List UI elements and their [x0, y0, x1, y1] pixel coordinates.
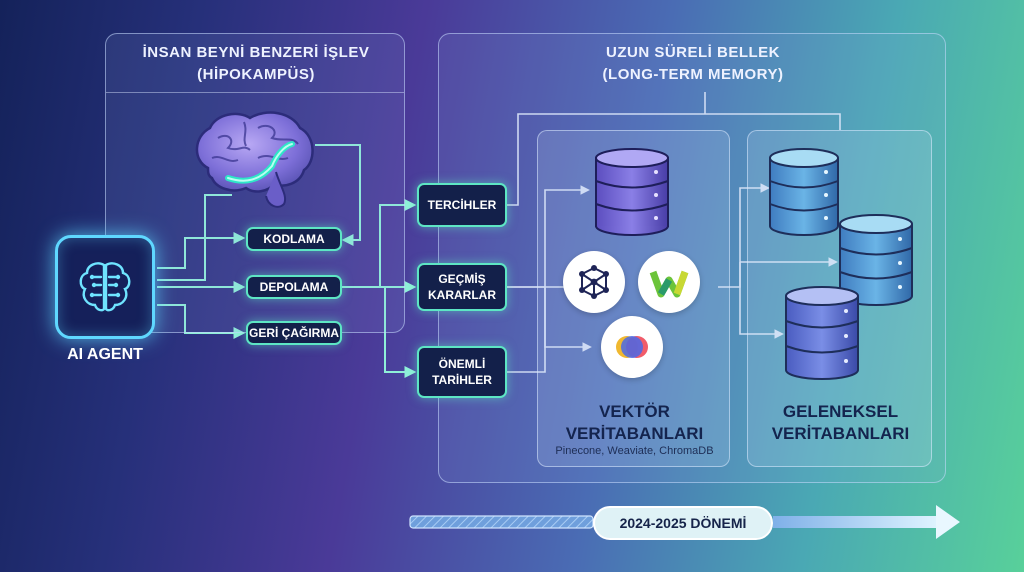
- chromadb-logo-icon: [616, 336, 648, 358]
- memory-label-line2: TARİHLER: [432, 373, 492, 387]
- pinecone-logo: [563, 251, 625, 313]
- process-kodlama: KODLAMA: [246, 227, 342, 251]
- chromadb-logo: [601, 316, 663, 378]
- ai-agent-label: AI AGENT: [67, 346, 143, 363]
- memory-gecmis-kararlar: GEÇMİŞ KARARLAR: [417, 263, 507, 311]
- timeline-text: 2024-2025 DÖNEMİ: [619, 515, 747, 531]
- hippocampus-title-line2: (HİPOKAMPÜS): [197, 66, 315, 83]
- brain-circuit-icon: [79, 262, 131, 312]
- memory-tercihler: TERCİHLER: [417, 183, 507, 227]
- ai-agent-box: [55, 235, 155, 339]
- hippocampus-title-line1: İNSAN BEYNİ BENZERİ İŞLEV: [142, 44, 370, 61]
- weaviate-logo: [638, 251, 700, 313]
- memory-label-line2: KARARLAR: [428, 288, 496, 302]
- process-label: DEPOLAMA: [259, 280, 329, 294]
- process-geri-cagirma: GERİ ÇAĞIRMA: [246, 321, 342, 345]
- vector-db-title-line1: VEKTÖR: [599, 402, 670, 421]
- vector-db-examples: Pinecone, Weaviate, ChromaDB: [555, 445, 714, 457]
- weaviate-logo-icon: [649, 270, 689, 298]
- memory-label-line1: ÖNEMLİ: [438, 357, 486, 371]
- pinecone-logo-icon: [579, 265, 609, 299]
- vector-database-icon: [595, 148, 669, 236]
- traditional-db-title-line2: VERİTABANLARI: [771, 424, 910, 443]
- vector-db-title-line2: VERİTABANLARI: [565, 424, 704, 443]
- memory-onemli-tarihler: ÖNEMLİ TARİHLER: [417, 346, 507, 398]
- traditional-database-icon: [785, 286, 859, 380]
- timeline-label: 2024-2025 DÖNEMİ: [593, 506, 773, 540]
- memory-label-line1: TERCİHLER: [427, 198, 497, 212]
- traditional-database-icon: [839, 214, 913, 306]
- memory-label-line1: GEÇMİŞ: [438, 272, 486, 286]
- process-label: GERİ ÇAĞIRMA: [249, 326, 339, 340]
- ltm-title-line2: (LONG-TERM MEMORY): [602, 66, 784, 83]
- traditional-database-icon: [769, 148, 839, 236]
- process-depolama: DEPOLAMA: [246, 275, 342, 299]
- process-label: KODLAMA: [263, 232, 325, 246]
- brain-icon: [195, 111, 314, 208]
- traditional-db-title-line1: GELENEKSEL: [782, 402, 899, 421]
- ltm-title-line1: UZUN SÜRELİ BELLEK: [606, 44, 780, 61]
